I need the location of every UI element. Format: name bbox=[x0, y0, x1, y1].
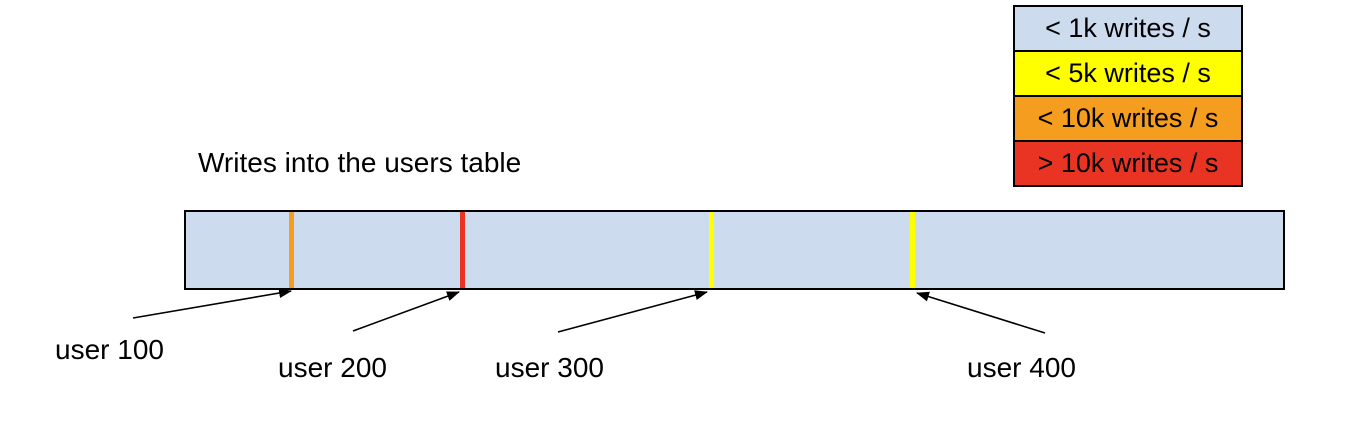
hotspot-marker-user-400 bbox=[910, 212, 915, 288]
legend-item-lt-10k: < 10k writes / s bbox=[1013, 95, 1243, 142]
arrow-user-300 bbox=[557, 290, 708, 333]
user-label-100: user 100 bbox=[55, 334, 164, 365]
user-label-400: user 400 bbox=[967, 352, 1076, 383]
legend-item-gt-10k: > 10k writes / s bbox=[1013, 140, 1243, 187]
user-label-300: user 300 bbox=[495, 352, 604, 383]
hotspot-marker-user-100 bbox=[289, 212, 294, 288]
arrow-user-400 bbox=[916, 291, 1046, 334]
legend: < 1k writes / s < 5k writes / s < 10k wr… bbox=[1013, 5, 1243, 187]
legend-item-lt-1k: < 1k writes / s bbox=[1013, 5, 1243, 52]
diagram-title: Writes into the users table bbox=[198, 147, 522, 178]
arrow-user-100 bbox=[132, 288, 292, 319]
user-label-200: user 200 bbox=[278, 352, 387, 383]
users-table-bar bbox=[184, 210, 1285, 290]
legend-item-lt-5k: < 5k writes / s bbox=[1013, 50, 1243, 97]
hotspot-marker-user-200 bbox=[460, 212, 465, 288]
arrow-user-200 bbox=[352, 291, 460, 332]
hotspot-marker-user-300 bbox=[709, 212, 714, 288]
